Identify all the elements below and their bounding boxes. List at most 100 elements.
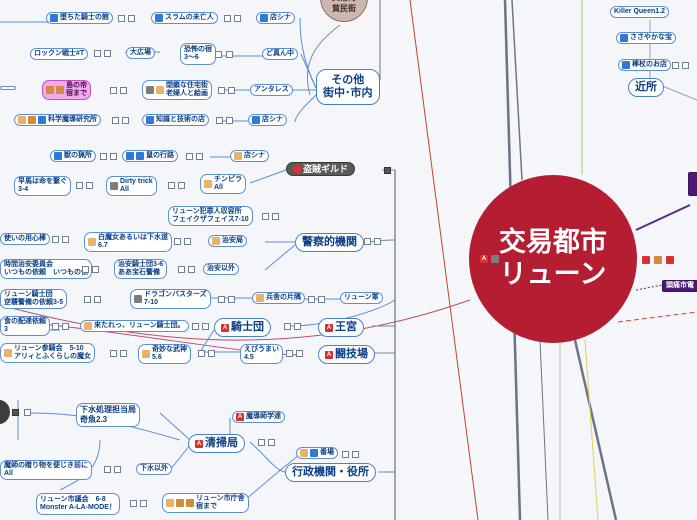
note-icon — [294, 323, 301, 330]
node-dragon[interactable]: ドラゴンバスターズ 7-10 — [130, 289, 211, 309]
house-icon — [252, 116, 260, 124]
note-icon — [86, 182, 93, 189]
house-icon — [54, 152, 62, 160]
node-hayauma[interactable]: 早馬は命を繋ぐ 3-4 — [14, 176, 71, 196]
node-chishiki[interactable]: 知識と技術の店 — [142, 114, 209, 126]
alert-icon — [293, 165, 301, 173]
node-haitatsu[interactable]: 食の配達依頼 3 — [0, 316, 50, 336]
alert-icon: A — [236, 413, 244, 421]
node-chiangai[interactable]: 治安以外 — [203, 263, 239, 275]
hub-tozoku[interactable]: 盗賊ギルド — [286, 162, 356, 176]
node-ochitakishi[interactable]: 堕ちた騎士の館 — [46, 12, 113, 24]
note-icon — [188, 266, 195, 273]
note-icon — [224, 15, 231, 22]
node-heisa[interactable]: 閉鎖な住宅街 老婦人と絵画 — [142, 80, 212, 100]
node-chianyaku[interactable]: 治安局 — [208, 235, 247, 247]
node-shimanomise[interactable]: 島の帝 宿まで — [42, 80, 91, 100]
house-icon — [126, 152, 134, 160]
node-haguchi[interactable]: 頭痛市電 — [662, 280, 697, 292]
note-icon — [228, 296, 235, 303]
alert-icon — [642, 256, 650, 264]
note-icon — [268, 439, 275, 446]
note-icon — [62, 236, 69, 243]
node-tenshina-2[interactable]: 店シナ — [248, 114, 287, 126]
node-chinpira[interactable]: チンピラ All — [200, 174, 246, 194]
note-icon — [374, 238, 381, 245]
node-daihiroba[interactable]: 大広場 — [126, 47, 155, 59]
node-ryukishi[interactable]: リューン騎士団 逆襲警備の依頼3-5 — [0, 289, 68, 309]
note-icon — [216, 117, 223, 124]
node-keinoyado[interactable]: 恐怖の宿 3～6 — [180, 43, 216, 65]
node-kitareta[interactable]: 来たれっ、リューン騎士団。 — [80, 320, 189, 332]
node-gesuigai[interactable]: 下水以外 — [136, 463, 172, 475]
note-icon — [184, 238, 191, 245]
alert-icon: A — [195, 439, 203, 448]
node-slum[interactable]: スラムの未亡人 — [151, 12, 218, 24]
node-ryusanka[interactable]: リューン参騎会 5-10 アリィとふくらしの魔女 — [0, 343, 95, 363]
node-shirooni[interactable]: 白魔女あるいは下水道 6.7 — [84, 232, 172, 252]
node-killer[interactable]: Killer Queen1.2 — [610, 6, 669, 18]
note-icon — [110, 87, 117, 94]
node-kagaku[interactable]: 科学魔導研究所 — [14, 114, 101, 126]
note-icon — [682, 62, 689, 69]
note-icon — [146, 86, 154, 94]
note-icon — [82, 266, 89, 273]
node-purple-cutoff[interactable] — [688, 172, 697, 196]
hub-keisatsu[interactable]: 警察的機関 — [295, 233, 364, 252]
central-topic-title: 交易都市 リューン — [499, 227, 607, 290]
thumb-icon — [156, 86, 164, 94]
thumb-icon — [142, 350, 150, 358]
node-antaresu[interactable]: アンタレス — [250, 84, 293, 96]
note-icon — [258, 439, 265, 446]
note-icon — [342, 451, 349, 458]
node-ryunegun[interactable]: リューン軍 — [340, 292, 383, 304]
node-mikou[interactable]: 鼠の行路 — [122, 150, 178, 162]
hub-kinjo[interactable]: 近所 — [628, 78, 664, 97]
node-heinin[interactable]: 番場 — [296, 447, 338, 459]
node-dirty[interactable]: Dirty trick All — [106, 176, 157, 196]
node-cutoff-1[interactable] — [0, 86, 16, 90]
house-icon — [260, 14, 268, 22]
house-icon — [155, 14, 163, 22]
node-domannaka[interactable]: ど真ん中 — [262, 48, 298, 60]
note-icon — [296, 350, 303, 357]
node-ryuchou[interactable]: リューン市庁舎 宿まで — [162, 493, 249, 513]
note-icon — [168, 182, 175, 189]
node-tenshina-3[interactable]: 店シナ — [230, 150, 269, 162]
node-ryunezumi[interactable]: リューン犯罪人収容所 フェイクザフェイス7-10 — [168, 206, 253, 226]
hub-gyousei[interactable]: 行政機関・役所 — [285, 463, 376, 482]
node-tsukai[interactable]: 使いの用心棒 — [0, 233, 50, 245]
note-icon — [226, 117, 233, 124]
node-heishi[interactable]: 兵舎の片隅 — [252, 292, 305, 304]
hub-circle-dark[interactable] — [0, 400, 10, 424]
note-icon — [178, 182, 185, 189]
node-rockin[interactable]: ロックン戦士#T — [30, 48, 89, 60]
note-icon — [364, 238, 371, 245]
node-tenshina-1[interactable]: 店シナ — [256, 12, 295, 24]
node-ryushigai[interactable]: リューン市議会 6-8 Monster A-LA-MODE！ — [36, 493, 120, 515]
node-kimyou[interactable]: 奇妙な武神 5.6 — [138, 344, 191, 364]
node-makai[interactable]: 魔師の贈り物を便じき前に All — [0, 460, 92, 480]
note-icon — [192, 323, 199, 330]
node-shinise[interactable]: 棒杖のお店 — [618, 59, 671, 71]
note-icon — [110, 153, 117, 160]
node-eigyou[interactable]: えびうまい 4.5 — [240, 344, 283, 364]
note-icon — [94, 50, 101, 57]
hub-sonota[interactable]: その他 街中･市内 — [316, 69, 380, 105]
thumb-icon — [166, 499, 174, 507]
node-gesui[interactable]: 下水処理担当局 奇魚2.3 — [76, 403, 140, 427]
people-icon — [56, 86, 64, 94]
node-chianshi[interactable]: 治安騎士団3-6 ああ宝石警備 — [114, 259, 168, 279]
node-jikan[interactable]: 時間治安委員会 いつもの依頼 いつもの依 — [0, 259, 92, 279]
note-icon — [491, 255, 499, 263]
note-icon — [100, 153, 107, 160]
node-sasayaka[interactable]: ささやかな宝 — [616, 32, 676, 44]
node-kemono[interactable]: 獣の猟所 — [50, 150, 96, 162]
thumb-icon — [18, 116, 26, 124]
